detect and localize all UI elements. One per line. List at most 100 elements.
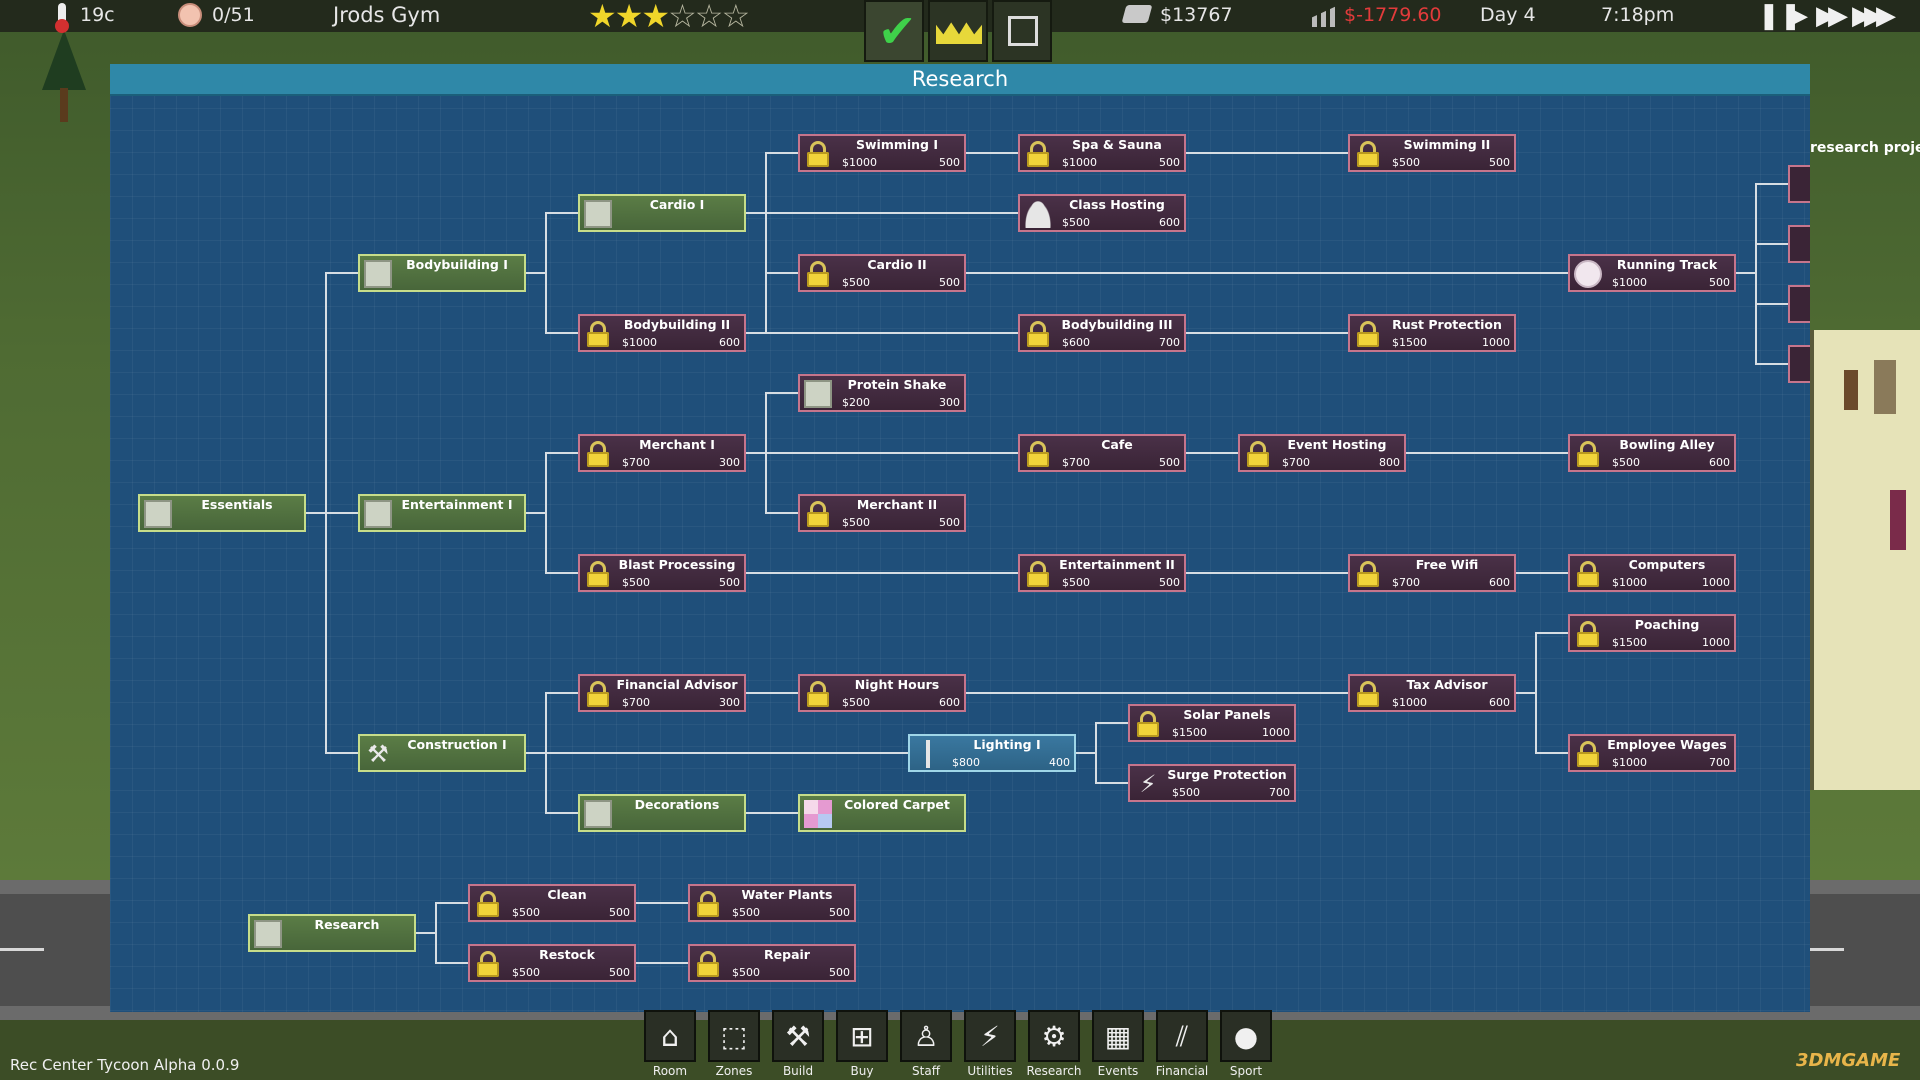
- research-node-name: Rust Protection: [1392, 317, 1502, 332]
- tab-ranking[interactable]: [928, 0, 988, 62]
- tab-goals[interactable]: ✔: [864, 0, 924, 62]
- research-node-name: Bowling Alley: [1619, 437, 1715, 452]
- research-node-name: Computers: [1628, 557, 1706, 572]
- lock-icon: [1024, 560, 1052, 588]
- fastest-forward-button[interactable]: ▶▶▶: [1852, 1, 1896, 31]
- research-node-cost: $1000: [1392, 696, 1427, 709]
- research-node-name: Cardio II: [867, 257, 927, 272]
- panel-header: Research: [110, 64, 1810, 96]
- research-node-coloredcarpet[interactable]: Colored Carpet: [798, 794, 966, 832]
- research-node-cost: $1500: [1392, 336, 1427, 349]
- research-node-decorations[interactable]: Decorations: [578, 794, 746, 832]
- toolbar-research-button[interactable]: ⚙Research: [1026, 1010, 1082, 1080]
- research-node-cost: $700: [1062, 456, 1090, 469]
- tab-overview[interactable]: [992, 0, 1052, 62]
- toolbar-zones-button[interactable]: ⬚Zones: [708, 1010, 760, 1080]
- research-node-points: 700: [1709, 756, 1730, 769]
- offscreen-node-lock[interactable]: [1788, 285, 1810, 323]
- toolbar-button-frame: ▦: [1092, 1010, 1144, 1062]
- research-node-points: 500: [1159, 576, 1180, 589]
- research-node-name: Repair: [764, 947, 810, 962]
- toolbar-label: Staff: [912, 1064, 940, 1078]
- toolbar-sport-button[interactable]: ●Sport: [1220, 1010, 1272, 1080]
- research-node-name: Clean: [547, 887, 587, 902]
- fast-forward-button[interactable]: ▶▶: [1816, 1, 1848, 31]
- visitor-face-icon: [178, 3, 202, 27]
- temperature: 19c: [80, 4, 115, 26]
- toolbar-utilities-button[interactable]: ⚡Utilities: [964, 1010, 1016, 1080]
- toolbar-room-button[interactable]: ⌂Room: [644, 1010, 696, 1080]
- research-node-cardio1[interactable]: Cardio I: [578, 194, 746, 232]
- research-node-cost: $1000: [1062, 156, 1097, 169]
- toolbar-staff-button[interactable]: ♙Staff: [900, 1010, 952, 1080]
- pause-button[interactable]: ❚❚: [1758, 1, 1802, 31]
- research-node-name: Poaching: [1634, 617, 1700, 632]
- toolbar-buy-button[interactable]: ⊞Buy: [836, 1010, 888, 1080]
- research-node-name: Bodybuilding I: [406, 257, 508, 272]
- lock-icon: [474, 950, 502, 978]
- offscreen-node-lock[interactable]: [1788, 165, 1810, 203]
- toolbar-build-button[interactable]: ⚒Build: [772, 1010, 824, 1080]
- toolbar-events-button[interactable]: ▦Events: [1092, 1010, 1144, 1080]
- research-node-bodybuilding1[interactable]: Bodybuilding I: [358, 254, 526, 292]
- research-node-cost: $500: [512, 966, 540, 979]
- research-node-research[interactable]: Research: [248, 914, 416, 952]
- research-node-name: Construction I: [407, 737, 507, 752]
- toolbar-button-frame: ⬚: [708, 1010, 760, 1062]
- offscreen-node-lock[interactable]: [1788, 345, 1810, 383]
- frame-icon: [1008, 16, 1038, 46]
- lock-icon: [1354, 320, 1382, 348]
- research-node-entertainment1[interactable]: Entertainment I: [358, 494, 526, 532]
- lock-icon: [1574, 740, 1602, 768]
- lock-icon: [1574, 560, 1602, 588]
- tree-link: [416, 932, 468, 964]
- research-node-cost: $700: [622, 456, 650, 469]
- research-node-cost: $1000: [1612, 756, 1647, 769]
- offscreen-node-lock[interactable]: [1788, 225, 1810, 263]
- play-button[interactable]: ▶: [1788, 1, 1808, 31]
- lock-icon: [694, 890, 722, 918]
- toolbar-button-frame: ⌂: [644, 1010, 696, 1062]
- lock-icon: [1134, 710, 1162, 738]
- research-node-construction1[interactable]: ⚒Construction I: [358, 734, 526, 772]
- lock-icon: [584, 680, 612, 708]
- research-node-name: Entertainment I: [401, 497, 513, 512]
- research-node-points: 1000: [1702, 636, 1730, 649]
- research-node-essentials[interactable]: Essentials: [138, 494, 306, 532]
- gym-name[interactable]: Jrods Gym: [333, 3, 441, 27]
- cart-icon: ⊞: [850, 1020, 874, 1053]
- carpet-icon: [804, 800, 832, 828]
- toolbar-financial-button[interactable]: ⫽Financial: [1156, 1010, 1208, 1080]
